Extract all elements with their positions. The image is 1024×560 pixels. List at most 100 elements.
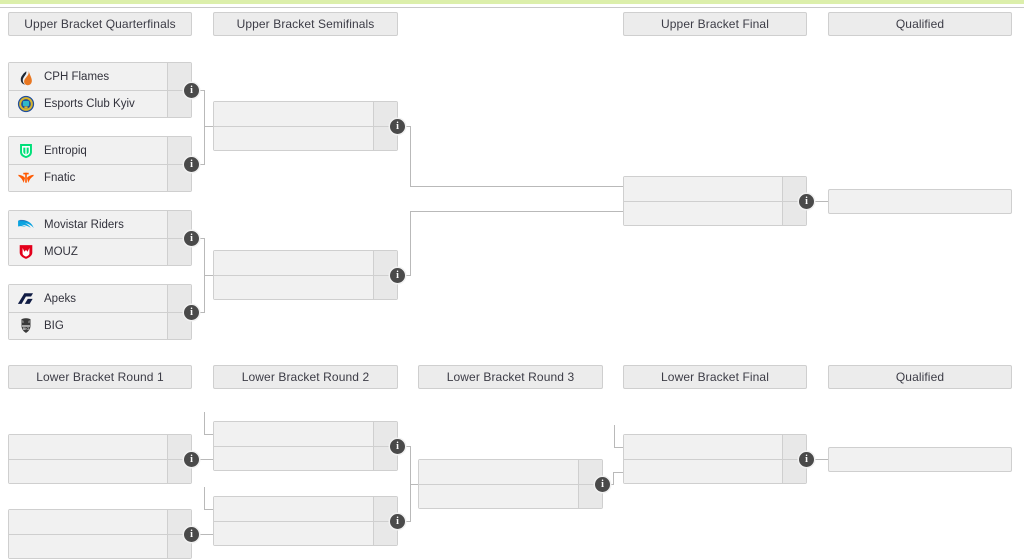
match-row-team-2[interactable]: Esports Club Kyiv [9,90,191,117]
match-upper-qf-3[interactable]: Movistar Riders MOUZ i [8,210,199,266]
team-score [373,251,397,275]
match-row-team-1[interactable]: CPH Flames [9,63,191,90]
match-info-icon[interactable]: i [184,305,199,320]
connector-sf2-in-top [204,275,213,276]
match-info-icon[interactable]: i [390,268,405,283]
match-lower-r1-1[interactable]: i [8,434,199,484]
connector-drop-in-lbfinal [614,425,615,447]
round-header-upper-quarterfinals[interactable]: Upper Bracket Quarterfinals [8,12,192,36]
match-info-icon[interactable]: i [184,452,199,467]
match-row-team-1[interactable]: Apeks [9,285,191,312]
round-header-lower-round-3[interactable]: Lower Bracket Round 3 [418,365,603,389]
match-upper-qf-4[interactable]: Apeks BIG BIG i [8,284,199,340]
top-accent-band [0,0,1024,4]
match-row-team-2[interactable]: MOUZ [9,238,191,265]
match-row-team-1[interactable] [419,460,602,484]
match-row-team-1[interactable] [624,435,806,459]
match-row-team-1[interactable] [214,422,397,446]
opponent-1: Movistar Riders [9,216,167,234]
apeks-arrow-icon [17,290,35,308]
match-row-team-2[interactable] [214,126,397,150]
entropiq-shield-icon [17,142,35,160]
round-header-upper-final[interactable]: Upper Bracket Final [623,12,807,36]
round-header-label: Lower Bracket Round 3 [446,370,575,384]
team-score [373,447,397,470]
match-row-team-1[interactable] [214,102,397,126]
match-row-team-1[interactable] [624,177,806,201]
match-upper-sf-1[interactable]: i [213,101,405,151]
match-row-team-2[interactable] [9,534,191,558]
match-row-team-2[interactable] [624,201,806,225]
cph-flames-flame-icon [17,68,35,86]
connector-sf2-vert [410,211,411,275]
match-row-team-1[interactable] [9,510,191,534]
match-row-team-2[interactable] [214,275,397,299]
round-header-label: Lower Bracket Final [661,370,769,384]
team-name: BIG [44,320,64,332]
connector-drop-in-r2-1-h [204,434,213,435]
match-row-team-2[interactable] [419,484,602,508]
match-row-team-1[interactable] [214,251,397,275]
match-info-icon[interactable]: i [595,477,610,492]
match-lower-r3-1[interactable]: i [418,459,610,509]
match-info-icon[interactable]: i [184,231,199,246]
connector-sf1-vert [410,126,411,186]
round-header-lower-round-1[interactable]: Lower Bracket Round 1 [8,365,192,389]
match-row-team-1[interactable]: Movistar Riders [9,211,191,238]
connector-drop-in-r2-1 [204,412,205,434]
match-info-icon[interactable]: i [184,527,199,542]
match-info-icon[interactable]: i [390,439,405,454]
round-header-lower-qualified[interactable]: Qualified [828,365,1012,389]
round-header-label: Upper Bracket Semifinals [236,17,375,31]
round-header-lower-final[interactable]: Lower Bracket Final [623,365,807,389]
match-info-icon[interactable]: i [184,83,199,98]
qualified-slot-upper[interactable] [828,189,1012,214]
match-lower-r2-2[interactable]: i [213,496,405,546]
team-score [167,460,191,483]
connector-drop-in-lbfinal-h [614,447,623,448]
match-row-team-2[interactable]: Fnatic [9,164,191,191]
connector-lbr1m1-out [192,459,213,460]
team-score [167,63,191,90]
opponent-1: Apeks [9,290,167,308]
round-header-upper-qualified[interactable]: Qualified [828,12,1012,36]
round-header-label: Qualified [895,17,945,31]
match-upper-final[interactable]: i [623,176,814,226]
match-lower-r2-1[interactable]: i [213,421,405,471]
round-header-lower-round-2[interactable]: Lower Bracket Round 2 [213,365,398,389]
team-name: Movistar Riders [44,218,124,231]
opponent-1: Entropiq [9,142,167,160]
match-row-team-2[interactable] [9,459,191,483]
match-row-team-2[interactable]: BIG BIG [9,312,191,339]
match-upper-qf-1[interactable]: CPH Flames Esports Club Kyiv i [8,62,199,118]
match-upper-sf-2[interactable]: i [213,250,405,300]
fnatic-orange-icon [17,169,35,187]
connector-lbr2m2-vert [410,484,411,521]
team-name: Esports Club Kyiv [44,98,135,110]
round-header-label: Upper Bracket Final [661,17,769,31]
opponent-2: BIG BIG [9,317,167,335]
match-lower-final[interactable]: i [623,434,814,484]
match-upper-qf-2[interactable]: Entropiq Fnatic i [8,136,199,192]
team-name: Apeks [44,292,76,305]
match-info-icon[interactable]: i [799,194,814,209]
match-info-icon[interactable]: i [390,119,405,134]
match-row-team-1[interactable]: Entropiq [9,137,191,164]
team-name: Entropiq [44,144,87,157]
connector-lbr3-in-top [410,484,418,485]
match-info-icon[interactable]: i [390,514,405,529]
round-header-label: Qualified [895,370,945,384]
qualified-slot-lower[interactable] [828,447,1012,472]
match-row-team-2[interactable] [214,521,397,545]
round-header-upper-semifinals[interactable]: Upper Bracket Semifinals [213,12,398,36]
match-info-icon[interactable]: i [799,452,814,467]
match-row-team-2[interactable] [624,459,806,483]
match-row-team-1[interactable] [214,497,397,521]
match-lower-r1-2[interactable]: i [8,509,199,559]
match-info-icon[interactable]: i [184,157,199,172]
top-divider-rule [0,7,1024,8]
match-row-team-1[interactable] [9,435,191,459]
connector-drop-in-r2-2-h [204,509,213,510]
match-row-team-2[interactable] [214,446,397,470]
esports-club-kyiv-crest-icon [17,95,35,113]
